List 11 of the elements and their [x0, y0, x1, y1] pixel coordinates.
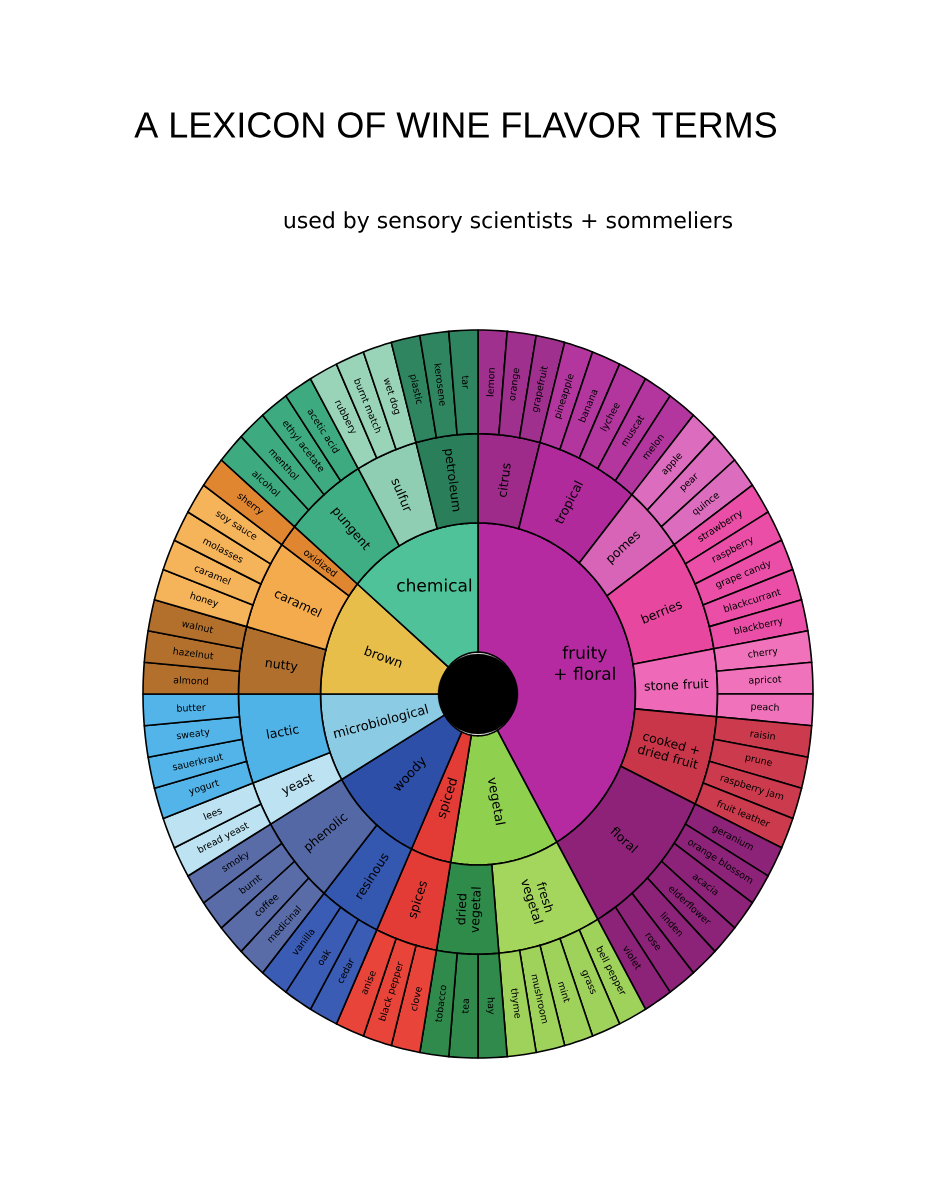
subcategory-segment: dried vegetal [435, 861, 500, 956]
subtitle: used by sensory scientists + sommeliers [284, 211, 733, 233]
flavor-segment: tar [448, 329, 479, 436]
flavor-segment: tea [448, 952, 479, 1059]
subcategory-segment: citrus [477, 432, 541, 530]
center-disk [437, 653, 519, 735]
title: A LEXICON OF WINE FLAVOR TERMS [134, 112, 776, 138]
subcategory-segment: stone fruit [632, 648, 719, 718]
subcategory-segment: petroleum [415, 432, 479, 530]
subcategory-segment: cooked + dried fruit [619, 708, 718, 805]
subcategory-segment: nutty [237, 625, 327, 695]
